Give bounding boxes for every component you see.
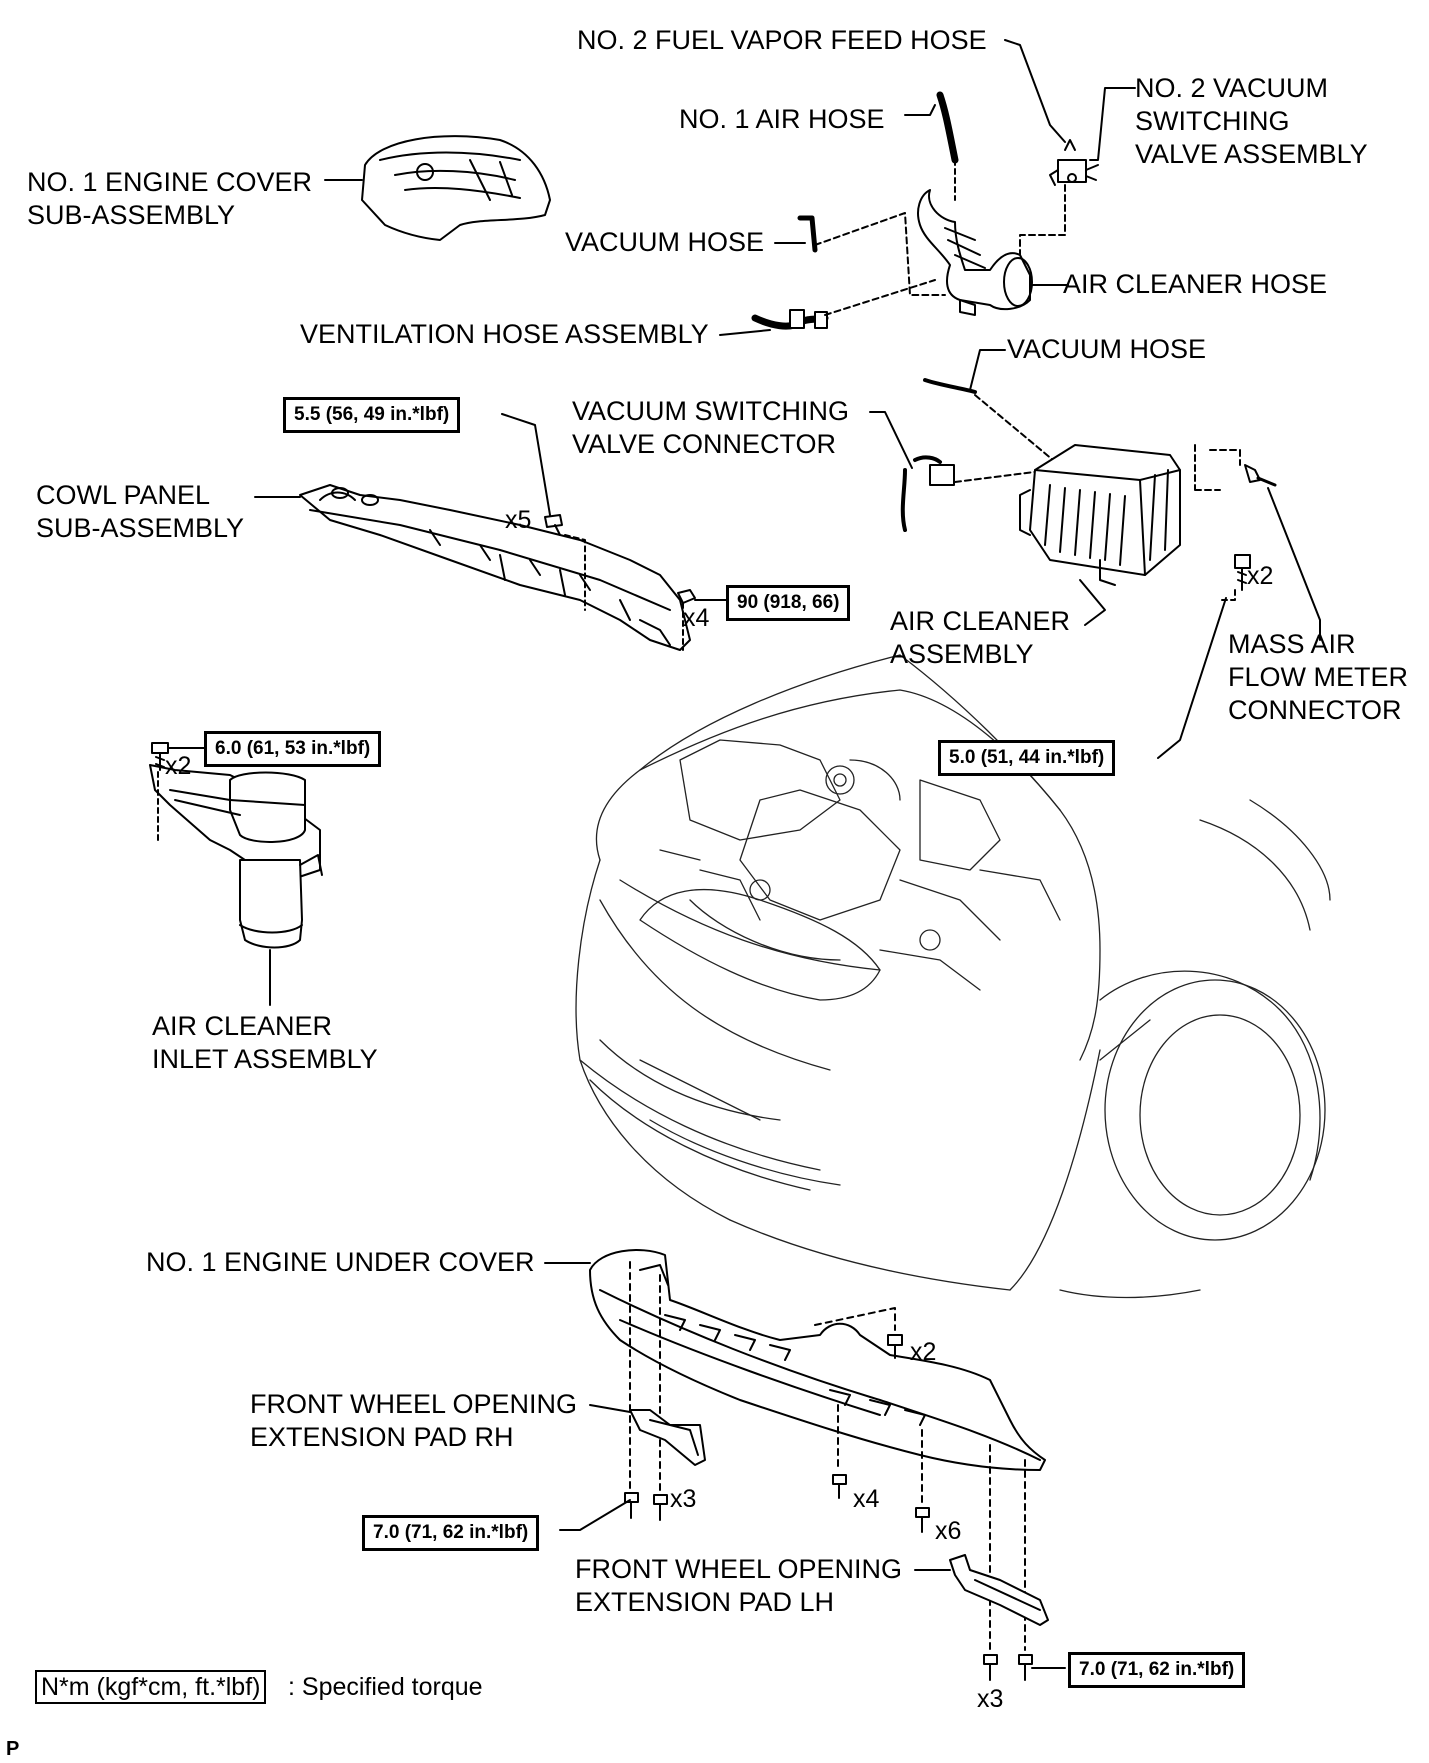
label-pad-rh-1: FRONT WHEEL OPENING: [250, 1389, 578, 1419]
air-cleaner-assembly: [1019, 444, 1181, 586]
maf-leader: [1267, 487, 1321, 641]
ventilation-hose-leader: [719, 329, 771, 336]
air-cleaner-inlet: [149, 764, 323, 949]
label-vacuum-hose-mid: VACUUM HOSE: [1007, 334, 1207, 364]
qty-inlet-bolt: x2: [165, 752, 192, 780]
air-cleaner-torque-leader: [1157, 597, 1227, 759]
torque-cowl-nut: 90 (918, 66): [726, 585, 851, 621]
ventilation-hose-dash: [824, 279, 936, 316]
label-pad-rh-2: EXTENSION PAD RH: [250, 1422, 514, 1452]
engine-under-cover: [589, 1249, 1046, 1471]
qty-under-cover-mid: x4: [853, 1485, 880, 1513]
label-no1-air-hose: NO. 1 AIR HOSE: [679, 104, 885, 134]
vacuum-hose-mid-dash: [974, 394, 1066, 471]
vacuum-hose-upper: [797, 215, 818, 253]
under-cover-rh-torque-leader: [559, 1499, 631, 1531]
label-cowl-panel-2: SUB-ASSEMBLY: [36, 513, 245, 543]
extension-pad-rh: [629, 1409, 706, 1466]
vacuum-hose-mid: [923, 378, 977, 394]
torque-inlet-bolt: 6.0 (61, 53 in.*lbf): [204, 731, 382, 767]
label-maf-3: CONNECTOR: [1228, 695, 1402, 725]
label-vsv-assembly-3: VALVE ASSEMBLY: [1135, 139, 1368, 169]
label-pad-lh-2: EXTENSION PAD LH: [575, 1587, 835, 1617]
fuel-vapor-leader: [1004, 39, 1066, 143]
ventilation-hose: [751, 309, 829, 330]
air-hose: [936, 91, 959, 164]
air-cleaner-assembly-leader: [1079, 579, 1106, 626]
vsv-leader: [1089, 87, 1136, 161]
label-air-cleaner-asm-2: ASSEMBLY: [890, 639, 1034, 669]
label-maf-1: MASS AIR: [1228, 629, 1356, 659]
engine-cover: [361, 135, 551, 241]
air-cleaner-hose: [917, 189, 1033, 316]
cowl-bolt-dash: [564, 534, 586, 611]
torque-cowl-bolt: 5.5 (56, 49 in.*lbf): [283, 397, 461, 433]
label-fuel-vapor-feed-hose: NO. 2 FUEL VAPOR FEED HOSE: [577, 25, 987, 55]
air-hose-leader: [904, 104, 936, 116]
torque-air-cleaner-bolt: 5.0 (51, 44 in.*lbf): [938, 740, 1116, 776]
extension-pad-lh: [949, 1554, 1049, 1626]
qty-under-cover-rh-clip: x3: [670, 1485, 697, 1513]
label-cowl-panel-1: COWL PANEL: [36, 480, 211, 510]
vsv-dash: [1019, 184, 1066, 256]
inlet-bolt: [151, 742, 169, 771]
air-cleaner-bolt: [1234, 554, 1251, 591]
label-under-cover: NO. 1 ENGINE UNDER COVER: [146, 1247, 535, 1277]
qty-under-cover-top: x2: [910, 1338, 937, 1366]
label-inlet-2: INLET ASSEMBLY: [152, 1044, 378, 1074]
vacuum-hose-upper-dash: [814, 212, 946, 296]
label-inlet-1: AIR CLEANER: [152, 1011, 333, 1041]
air-cleaner-bolt-dash: [1219, 589, 1236, 601]
label-vsv-assembly-2: SWITCHING: [1135, 106, 1290, 136]
label-engine-cover-1: NO. 1 ENGINE COVER: [27, 167, 313, 197]
qty-under-cover-lh: x3: [977, 1685, 1004, 1713]
label-maf-2: FLOW METER: [1228, 662, 1408, 692]
label-ventilation-hose: VENTILATION HOSE ASSEMBLY: [300, 319, 709, 349]
torque-under-cover-rh: 7.0 (71, 62 in.*lbf): [362, 1515, 540, 1551]
under-cover-bolts: [624, 1334, 1033, 1681]
qty-cowl-bolt: x5: [505, 506, 532, 534]
label-engine-cover-2: SUB-ASSEMBLY: [27, 200, 236, 230]
cowl-bolt: [544, 514, 563, 536]
pad-rh-leader: [589, 1404, 631, 1413]
label-air-cleaner-asm-1: AIR CLEANER: [890, 606, 1071, 636]
cowl-nut: [677, 589, 696, 604]
qty-under-cover-right: x6: [935, 1517, 962, 1545]
label-vsv-connector-2: VALVE CONNECTOR: [572, 429, 837, 459]
vacuum-switching-valve: [1049, 139, 1099, 186]
qty-cowl-nut: x4: [683, 604, 710, 632]
vehicle-outline: [575, 654, 1331, 1299]
qty-air-cleaner-bolt: x2: [1247, 562, 1274, 590]
maf-connector: [1244, 464, 1277, 487]
label-vsv-connector-1: VACUUM SWITCHING: [572, 396, 849, 426]
legend-unit-box: N*m (kgf*cm, ft.*lbf): [35, 1670, 267, 1704]
corner-mark: P: [6, 1738, 20, 1760]
label-pad-lh-1: FRONT WHEEL OPENING: [575, 1554, 903, 1584]
label-vsv-assembly-1: NO. 2 VACUUM: [1135, 73, 1329, 103]
label-vacuum-hose-upper: VACUUM HOSE: [565, 227, 765, 257]
torque-under-cover-lh: 7.0 (71, 62 in.*lbf): [1068, 1652, 1246, 1688]
cowl-bolt-leader: [501, 413, 551, 516]
label-air-cleaner-hose: AIR CLEANER HOSE: [1063, 269, 1328, 299]
vacuum-hose-mid-leader: [969, 349, 1006, 391]
vsv-connector: [900, 455, 955, 532]
vsv-connector-leader: [869, 411, 913, 469]
air-cleaner-dash: [1194, 444, 1241, 491]
cowl-panel: [299, 484, 691, 651]
legend-text: : Specified torque: [288, 1673, 483, 1701]
